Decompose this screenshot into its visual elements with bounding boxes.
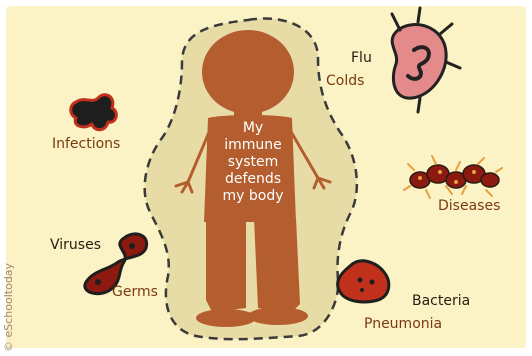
label-flu: Flu <box>351 50 372 66</box>
child-left-leg <box>206 218 246 312</box>
statement-line-2: immune <box>207 137 299 154</box>
statement-line-5: my body <box>207 188 299 205</box>
label-colds: Colds <box>326 73 364 89</box>
child-right-leg <box>254 218 300 312</box>
credit-watermark: © eSchooltoday <box>2 263 15 352</box>
label-diseases: Diseases <box>438 198 500 214</box>
statement-line-3: system <box>207 154 299 171</box>
label-infections: Infections <box>52 136 120 152</box>
label-viruses: Viruses <box>50 237 101 253</box>
label-pneumonia: Pneumonia <box>364 316 442 332</box>
statement-line-4: defends <box>207 171 299 188</box>
label-bacteria: Bacteria <box>412 293 470 309</box>
label-germs: Germs <box>112 284 158 300</box>
immune-statement: My immune system defends my body <box>207 120 299 205</box>
child-head <box>202 30 294 114</box>
child-right-shoe <box>248 307 308 325</box>
statement-line-1: My <box>207 120 299 137</box>
child-left-shoe <box>196 309 256 327</box>
